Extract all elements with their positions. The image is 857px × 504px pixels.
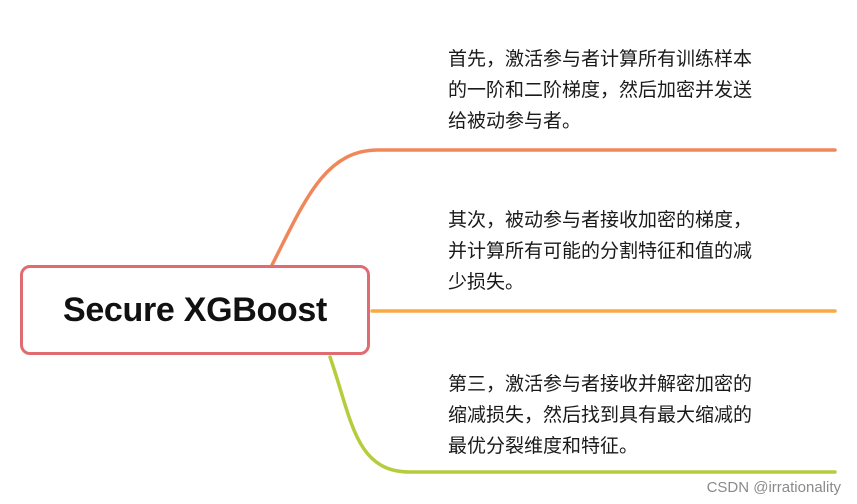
branch-2-text[interactable]: 其次，被动参与者接收加密的梯度， 并计算所有可能的分割特征和值的减 少损失。 xyxy=(448,209,753,293)
watermark: CSDN @irrationality xyxy=(706,479,841,496)
root-node-label: Secure XGBoost xyxy=(62,290,328,329)
branch-3-connector xyxy=(328,355,837,474)
branch-1-text[interactable]: 首先，激活参与者计算所有训练样本 的一阶和二阶梯度，然后加密并发送 给被动参与者… xyxy=(448,48,753,132)
root-node[interactable]: Secure XGBoost xyxy=(20,265,370,355)
branch-1-connector xyxy=(270,148,837,267)
branch-3-text[interactable]: 第三，激活参与者接收并解密加密的 缩减损失，然后找到具有最大缩减的 最优分裂维度… xyxy=(448,373,753,457)
